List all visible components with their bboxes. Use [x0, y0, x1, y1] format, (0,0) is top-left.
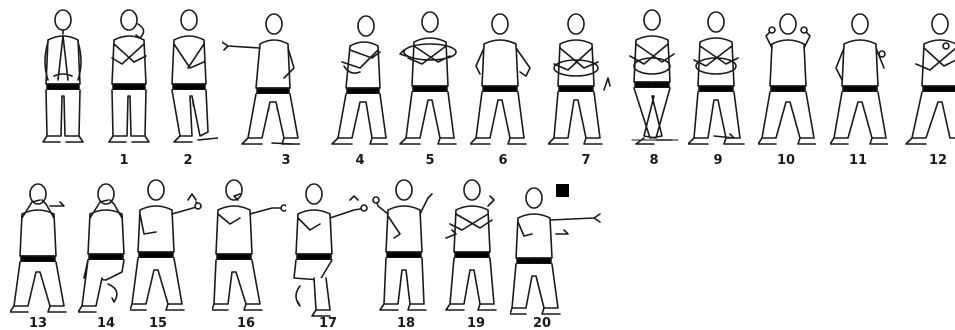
step-number-3: 3 — [266, 153, 306, 168]
figure-step-9 — [688, 6, 750, 146]
end-marker-square — [556, 184, 569, 197]
figure-step-10 — [758, 6, 816, 146]
step-number-12: 12 — [918, 153, 955, 168]
step-number-16: 16 — [226, 316, 266, 330]
figure-step-14 — [78, 178, 136, 318]
step-number-15: 15 — [138, 316, 178, 330]
step-number-10: 10 — [766, 153, 806, 168]
step-number-17: 17 — [308, 316, 348, 330]
figure-step-11 — [830, 6, 888, 146]
figure-step-15 — [130, 178, 202, 318]
step-number-7: 7 — [566, 153, 606, 168]
step-number-14: 14 — [86, 316, 126, 330]
figure-step-16 — [212, 178, 286, 318]
figure-step-12 — [900, 6, 955, 146]
figure-step-7 — [548, 6, 612, 146]
figure-step-5 — [398, 6, 460, 146]
step-number-2: 2 — [168, 153, 208, 168]
step-number-4: 4 — [340, 153, 380, 168]
figure-step-8 — [622, 6, 682, 146]
figure-step-13 — [10, 178, 68, 318]
figure-step-1 — [100, 6, 158, 146]
figure-step-4 — [330, 6, 388, 146]
figure-step-6 — [470, 6, 534, 146]
step-number-20: 20 — [522, 316, 562, 330]
step-number-9: 9 — [698, 153, 738, 168]
figure-step-18 — [370, 178, 436, 318]
figure-step-17 — [292, 178, 368, 318]
figure-step-3 — [222, 6, 300, 146]
step-number-11: 11 — [838, 153, 878, 168]
step-number-8: 8 — [634, 153, 674, 168]
step-number-19: 19 — [456, 316, 496, 330]
figure-ready-stance — [34, 6, 92, 146]
step-number-13: 13 — [18, 316, 58, 330]
figure-step-2 — [160, 6, 218, 146]
step-number-6: 6 — [483, 153, 523, 168]
figure-step-19 — [440, 178, 502, 318]
step-number-1: 1 — [104, 153, 144, 168]
step-number-18: 18 — [386, 316, 426, 330]
step-number-5: 5 — [410, 153, 450, 168]
figure-step-20 — [510, 178, 602, 318]
